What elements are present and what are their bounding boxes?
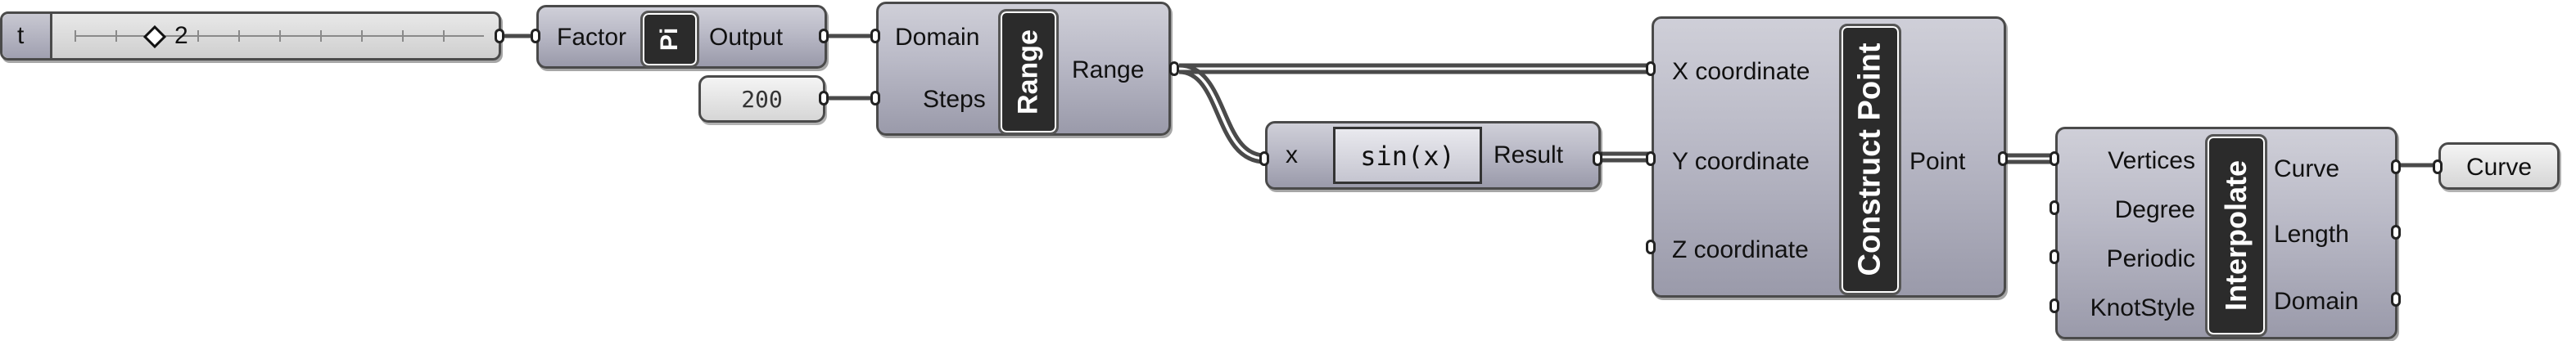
- interpolate-input-knotstyle: KnotStyle: [2090, 294, 2195, 321]
- construct-point-x-grip[interactable]: [1646, 61, 1656, 76]
- interpolate-output-domain: Domain: [2274, 288, 2359, 315]
- range-domain-grip[interactable]: [870, 29, 880, 43]
- expression-formula: sin(x): [1360, 141, 1455, 172]
- interpolate-curve-grip[interactable]: [2391, 159, 2401, 174]
- interpolate-degree-grip[interactable]: [2050, 200, 2059, 215]
- wire-range-expr: [1178, 63, 1266, 158]
- interpolate-knotstyle-grip[interactable]: [2050, 298, 2059, 313]
- interpolate-vertices-grip[interactable]: [2050, 151, 2059, 166]
- pi-nickname: Pi: [656, 27, 683, 52]
- curve-parameter-input-grip[interactable]: [2433, 159, 2443, 174]
- pi-output: Output: [709, 24, 784, 51]
- construct-point-input-x: X coordinate: [1672, 58, 1810, 85]
- expression-input-grip[interactable]: [1259, 151, 1269, 166]
- pi-output-grip[interactable]: [819, 29, 829, 43]
- range-steps-grip[interactable]: [870, 91, 880, 105]
- interpolate-nickname-tab: Interpolate: [2205, 134, 2267, 337]
- interpolate-length-grip[interactable]: [2391, 225, 2401, 240]
- curve-parameter[interactable]: Curve: [2438, 142, 2560, 190]
- pi-input-grip[interactable]: [531, 29, 540, 43]
- pi-nickname-tab: Pi: [640, 11, 699, 68]
- slider-name: t: [17, 22, 25, 49]
- range-input-steps: Steps: [923, 86, 986, 113]
- wire-range-expr2: [1178, 70, 1266, 164]
- interpolate-nickname: Interpolate: [2219, 159, 2253, 312]
- steps-panel-output-grip[interactable]: [819, 91, 829, 105]
- construct-point-output-grip[interactable]: [1998, 151, 2008, 166]
- interpolate-input-degree: Degree: [2114, 196, 2195, 223]
- slider-handle[interactable]: [142, 25, 167, 49]
- range-input-domain: Domain: [895, 24, 980, 51]
- interpolate-output-curve: Curve: [2274, 155, 2340, 182]
- range-output: Range: [1072, 56, 1145, 83]
- slider-ticks: [75, 30, 484, 42]
- slider-value: 2: [174, 22, 188, 49]
- steps-panel[interactable]: 200: [698, 75, 825, 123]
- construct-point-z-grip[interactable]: [1646, 240, 1656, 254]
- interpolate-component[interactable]: Vertices Degree Periodic KnotStyle Inter…: [2055, 127, 2397, 339]
- construct-point-input-z: Z coordinate: [1672, 236, 1809, 263]
- construct-point-input-y: Y coordinate: [1672, 148, 1810, 175]
- slider-name-tab: t: [2, 14, 52, 58]
- range-output-grip[interactable]: [1169, 61, 1179, 76]
- expression-formula-box: sin(x): [1333, 127, 1482, 184]
- range-nickname-tab: Range: [998, 9, 1059, 135]
- steps-panel-value: 200: [741, 86, 783, 113]
- expression-component[interactable]: x sin(x) Result: [1265, 121, 1601, 190]
- construct-point-nickname-tab: Construct Point: [1839, 24, 1901, 295]
- range-component[interactable]: Domain Steps Range Range: [876, 2, 1171, 136]
- interpolate-domain-grip[interactable]: [2391, 292, 2401, 307]
- construct-point-nickname: Construct Point: [1852, 43, 1887, 276]
- construct-point-y-grip[interactable]: [1646, 151, 1656, 166]
- construct-point-component[interactable]: X coordinate Y coordinate Z coordinate C…: [1652, 16, 2006, 298]
- pi-input-factor: Factor: [557, 24, 627, 51]
- range-nickname: Range: [1012, 29, 1044, 114]
- number-slider[interactable]: t 2: [0, 11, 501, 61]
- curve-parameter-label: Curve: [2465, 154, 2533, 181]
- expression-input-x: x: [1286, 141, 1298, 168]
- interpolate-output-length: Length: [2274, 221, 2349, 248]
- expression-output: Result: [1494, 141, 1564, 168]
- interpolate-periodic-grip[interactable]: [2050, 249, 2059, 264]
- slider-output-grip[interactable]: [495, 29, 504, 43]
- expression-output-grip[interactable]: [1593, 151, 1602, 166]
- pi-component[interactable]: Factor Pi Output: [536, 5, 827, 69]
- interpolate-input-periodic: Periodic: [2106, 245, 2195, 272]
- construct-point-output: Point: [1909, 148, 1966, 175]
- interpolate-input-vertices: Vertices: [2108, 147, 2195, 174]
